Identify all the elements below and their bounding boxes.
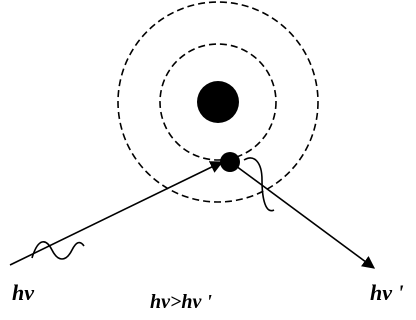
electron [220,152,240,172]
energy-relation-label: hν>hν ' [150,291,212,313]
incident-ray [10,162,222,265]
scattered-photon-label: hν ' [370,280,404,305]
scattered-photon [236,158,374,268]
incident-photon [10,162,222,265]
nucleus [197,81,239,123]
scattered-ray [236,166,374,268]
scattered-wave-packet [244,158,274,211]
atom [118,2,318,202]
incident-photon-label: hν [12,280,34,305]
